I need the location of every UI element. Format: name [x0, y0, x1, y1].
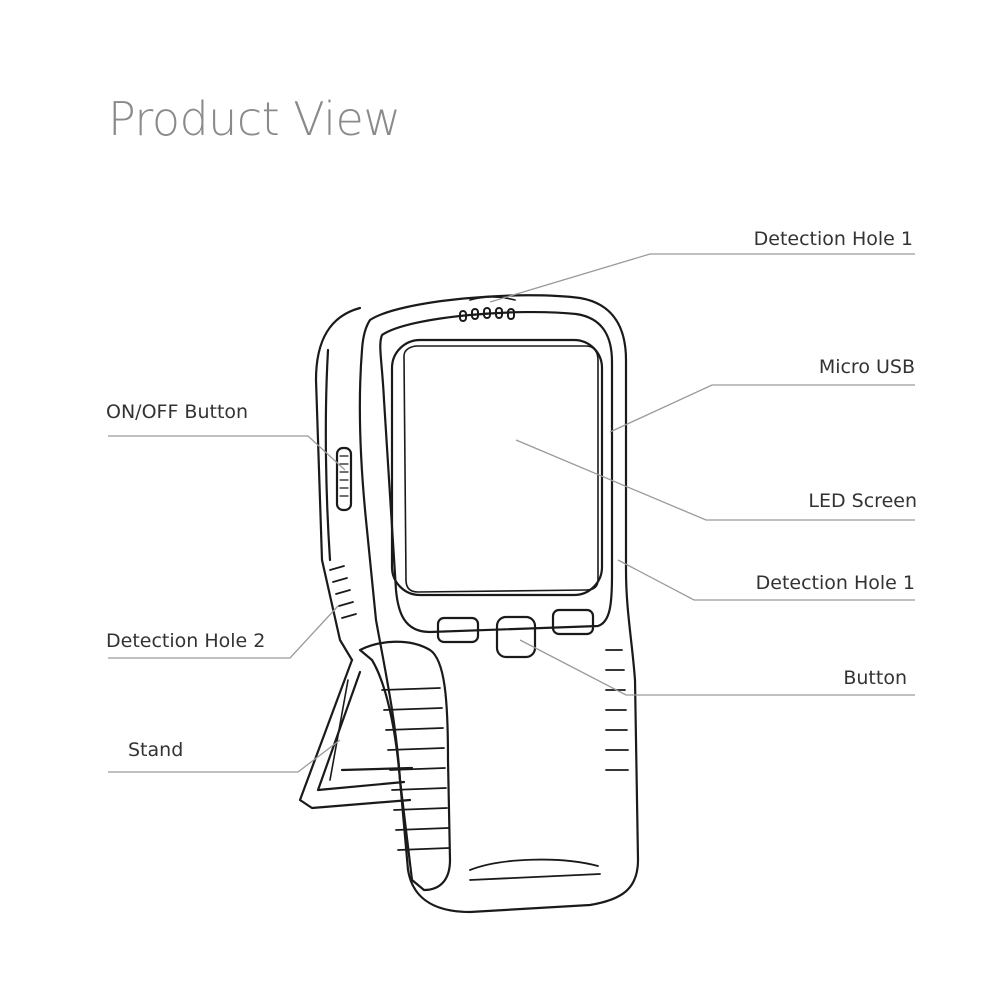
leader-button [519, 639, 915, 696]
led-screen-inner [403, 345, 599, 593]
button-right [551, 608, 595, 636]
leader-detection-hole-1-top [489, 253, 915, 303]
leader-micro-usb [609, 384, 915, 433]
label-detection-hole-1-top: Detection Hole 1 [753, 228, 913, 250]
detection-hole-2-vents [329, 565, 357, 619]
on-off-side-button [335, 446, 353, 512]
leader-detection-hole-2 [108, 605, 339, 659]
button-center [495, 615, 537, 659]
label-button: Button [843, 667, 907, 689]
leader-led-screen [515, 439, 915, 521]
label-micro-usb: Micro USB [818, 356, 915, 378]
right-grip-ribs [605, 649, 629, 771]
label-detection-hole-2: Detection Hole 2 [106, 630, 266, 652]
leader-on-off-button [108, 435, 346, 471]
label-detection-hole-1-side: Detection Hole 1 [755, 572, 915, 594]
leader-lines [108, 253, 915, 773]
grip-panel [358, 640, 452, 892]
leader-stand [108, 739, 341, 773]
page-title: Product View [108, 92, 401, 146]
leader-detection-hole-1-side [617, 559, 915, 601]
button-left [436, 616, 480, 644]
device-side-edge [324, 348, 332, 562]
stand [298, 658, 414, 810]
detection-hole-1-top-vents [459, 307, 515, 322]
label-stand: Stand [128, 739, 184, 761]
label-led-screen: LED Screen [808, 490, 917, 512]
label-on-off-button: ON/OFF Button [106, 401, 249, 423]
device-back-shell [314, 306, 362, 662]
led-screen-outline [390, 338, 604, 597]
device-foot [469, 858, 601, 881]
device-body [358, 294, 640, 914]
grip-ribs [381, 687, 450, 851]
device-bezel [379, 310, 614, 634]
